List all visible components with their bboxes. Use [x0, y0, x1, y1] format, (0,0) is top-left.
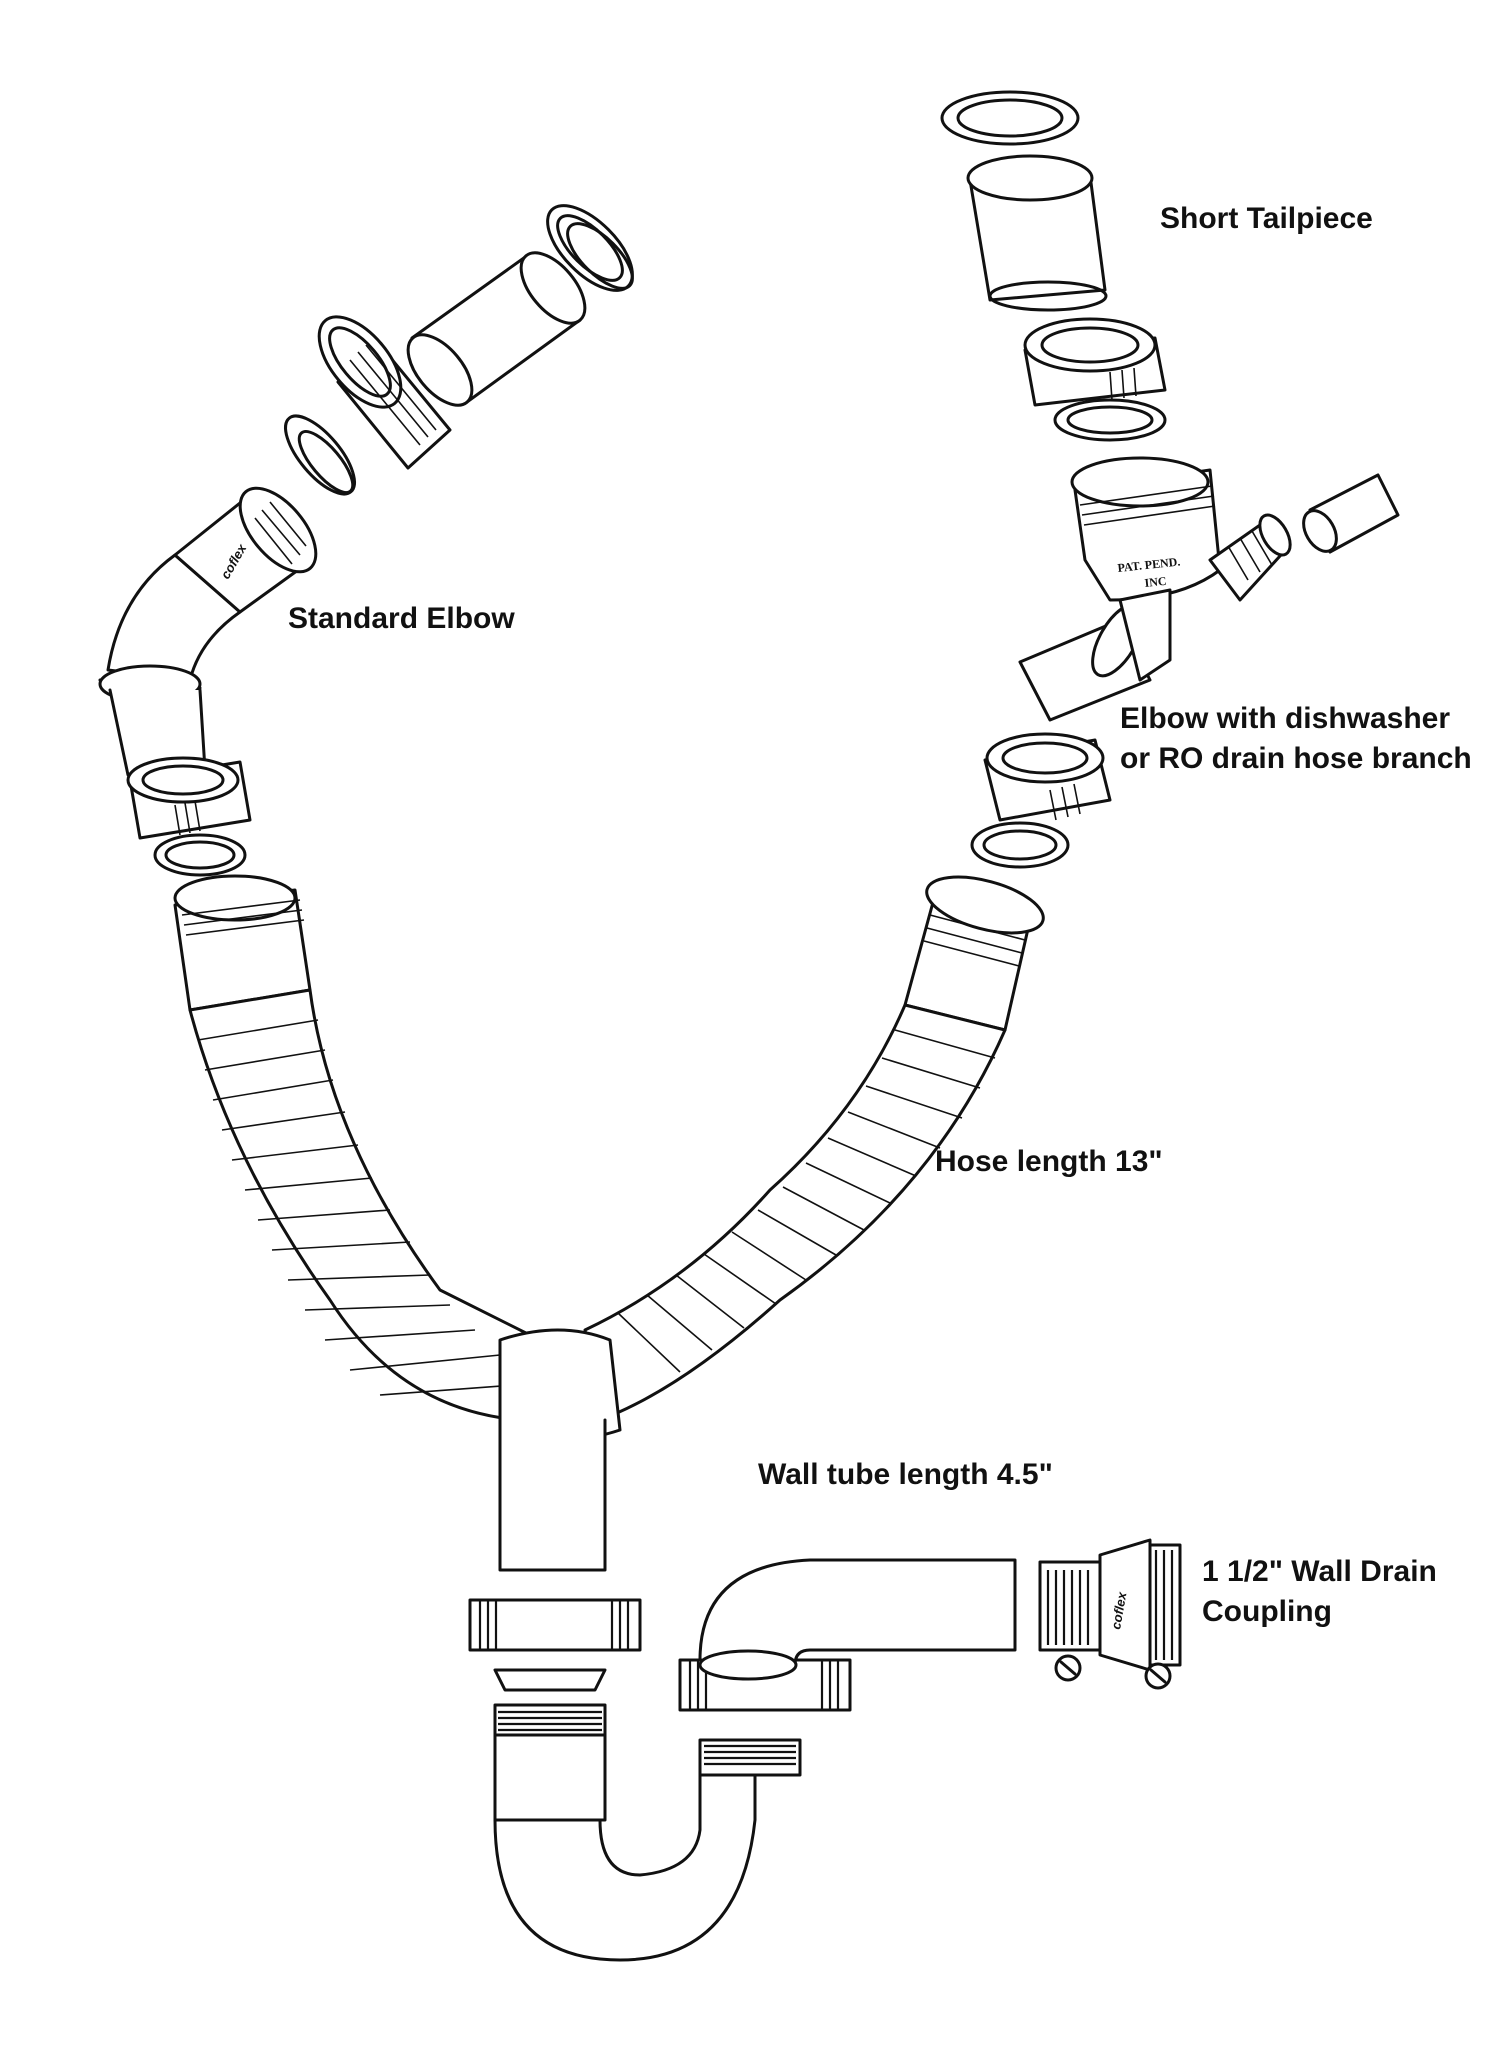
short-tailpiece-flange — [940, 90, 1080, 146]
left-tailpiece-tube — [406, 251, 587, 407]
wall-drain-label-line2: Coupling — [1202, 1595, 1332, 1628]
right-washer — [1053, 398, 1167, 442]
short-tailpiece-label: Short Tailpiece — [1160, 202, 1373, 235]
short-tailpiece-part — [966, 154, 1108, 312]
left-lower-washer — [153, 833, 247, 877]
wall-drain-coupling-part: coflex — [1038, 1538, 1182, 1690]
trap-arm — [698, 1558, 1017, 1681]
branch-elbow-part: PAT. PEND. INC — [1018, 456, 1292, 722]
right-lower-washer — [970, 821, 1070, 869]
right-lower-nut — [983, 732, 1112, 822]
dishwasher-hose-cap — [1302, 473, 1400, 554]
left-lower-nut — [126, 756, 252, 840]
wall-tube — [498, 1418, 607, 1572]
right-slip-nut — [1023, 317, 1167, 407]
hose-length-label: Hose length 13" — [935, 1145, 1163, 1178]
elbow-branch-label-line1: Elbow with dishwasher — [1120, 702, 1451, 735]
coupling-brand-logo: coflex — [1108, 1590, 1129, 1630]
pat-pend-stamp: PAT. PEND. — [1117, 554, 1181, 575]
p-trap-body — [493, 1703, 802, 1962]
left-slip-nut — [317, 315, 452, 470]
left-flex-hose — [173, 874, 542, 1422]
left-washer — [284, 414, 356, 496]
elbow-branch-label-line2: or RO drain hose branch — [1120, 742, 1472, 775]
standard-elbow-label: Standard Elbow — [288, 602, 515, 635]
inc-stamp: INC — [1144, 574, 1167, 590]
trap-slip-nut-upper — [468, 1598, 642, 1652]
wall-tube-length-label: Wall tube length 4.5" — [758, 1458, 1053, 1491]
trap-washer-upper — [493, 1668, 607, 1692]
left-tailpiece-flange — [546, 204, 634, 292]
wall-drain-label-line1: 1 1/2" Wall Drain — [1202, 1555, 1437, 1588]
